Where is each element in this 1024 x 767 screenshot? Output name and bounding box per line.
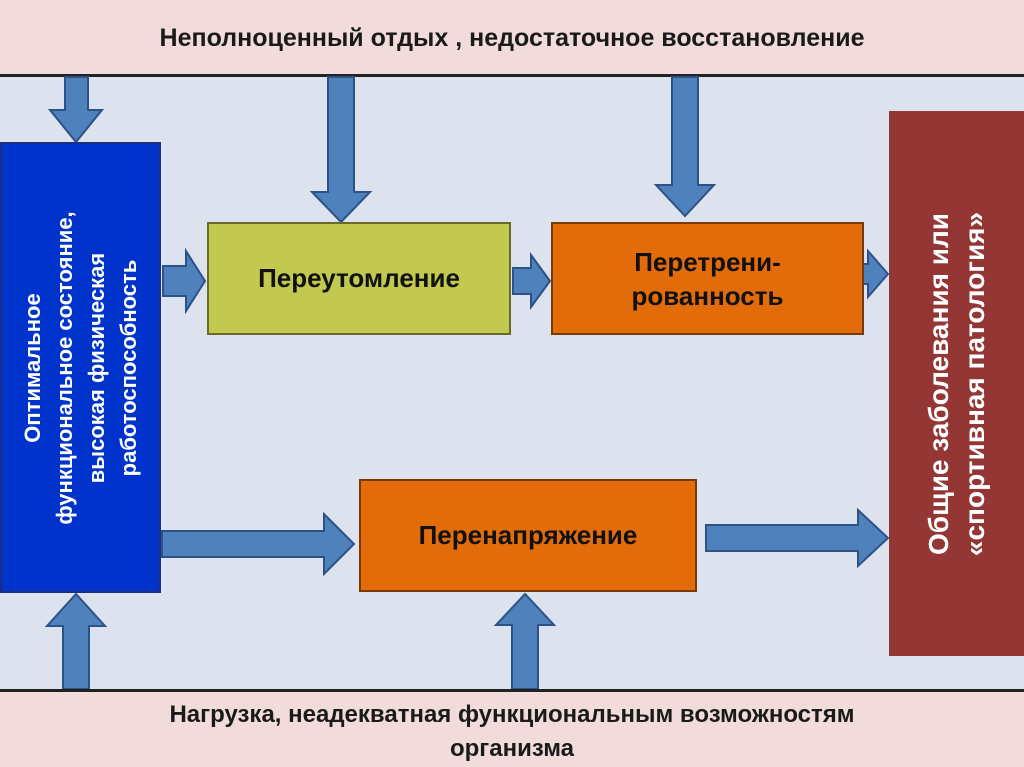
fatigue-box: Переутомление — [207, 222, 511, 335]
overtraining-line-2: рованность — [631, 280, 784, 311]
optimal-line-3: высокая физическая — [83, 252, 109, 483]
optimal-line-4: работоспособность — [115, 259, 141, 476]
arrow-optimal-to-fatigue — [162, 247, 207, 315]
footer-line-2: организма — [449, 735, 575, 762]
overtraining-line-1: Перетрени- — [634, 246, 781, 277]
arrow-down-to-overtraining — [653, 76, 717, 218]
optimal-line-1: Оптимальное — [19, 292, 45, 443]
overstrain-box: Перенапряжение — [359, 479, 697, 592]
disease-text: Общие заболевания или «спортивная патоло… — [921, 211, 993, 555]
arrow-down-to-fatigue — [309, 76, 373, 224]
arrow-optimal-to-overstrain — [161, 511, 356, 577]
arrow-overstrain-to-disease — [705, 507, 890, 569]
arrow-up-left — [44, 592, 108, 690]
fatigue-label: Переутомление — [258, 263, 460, 293]
disease-line-1: Общие заболевания или — [922, 212, 954, 555]
footer-band: Нагрузка, неадекватная функциональным во… — [0, 689, 1024, 767]
header-text: Неполноценный отдых , недостаточное восс… — [159, 24, 865, 52]
footer-line-1: Нагрузка, неадекватная функциональным во… — [169, 701, 855, 728]
overtraining-box: Перетрени- рованность — [551, 222, 864, 335]
header-band: Неполноценный отдых , недостаточное восс… — [0, 0, 1024, 77]
overstrain-label: Перенапряжение — [418, 520, 638, 550]
optimal-line-2: функциональное состояние, — [51, 210, 77, 525]
arrow-up-to-overstrain — [493, 592, 557, 690]
arrow-fatigue-to-overtraining — [512, 251, 552, 311]
optimal-state-box: Оптимальное функциональное состояние, вы… — [0, 142, 161, 593]
disease-line-2: «спортивная патология» — [958, 211, 990, 556]
disease-box: Общие заболевания или «спортивная патоло… — [889, 111, 1024, 656]
arrow-down-left — [47, 76, 105, 144]
optimal-state-text: Оптимальное функциональное состояние, вы… — [17, 211, 145, 524]
